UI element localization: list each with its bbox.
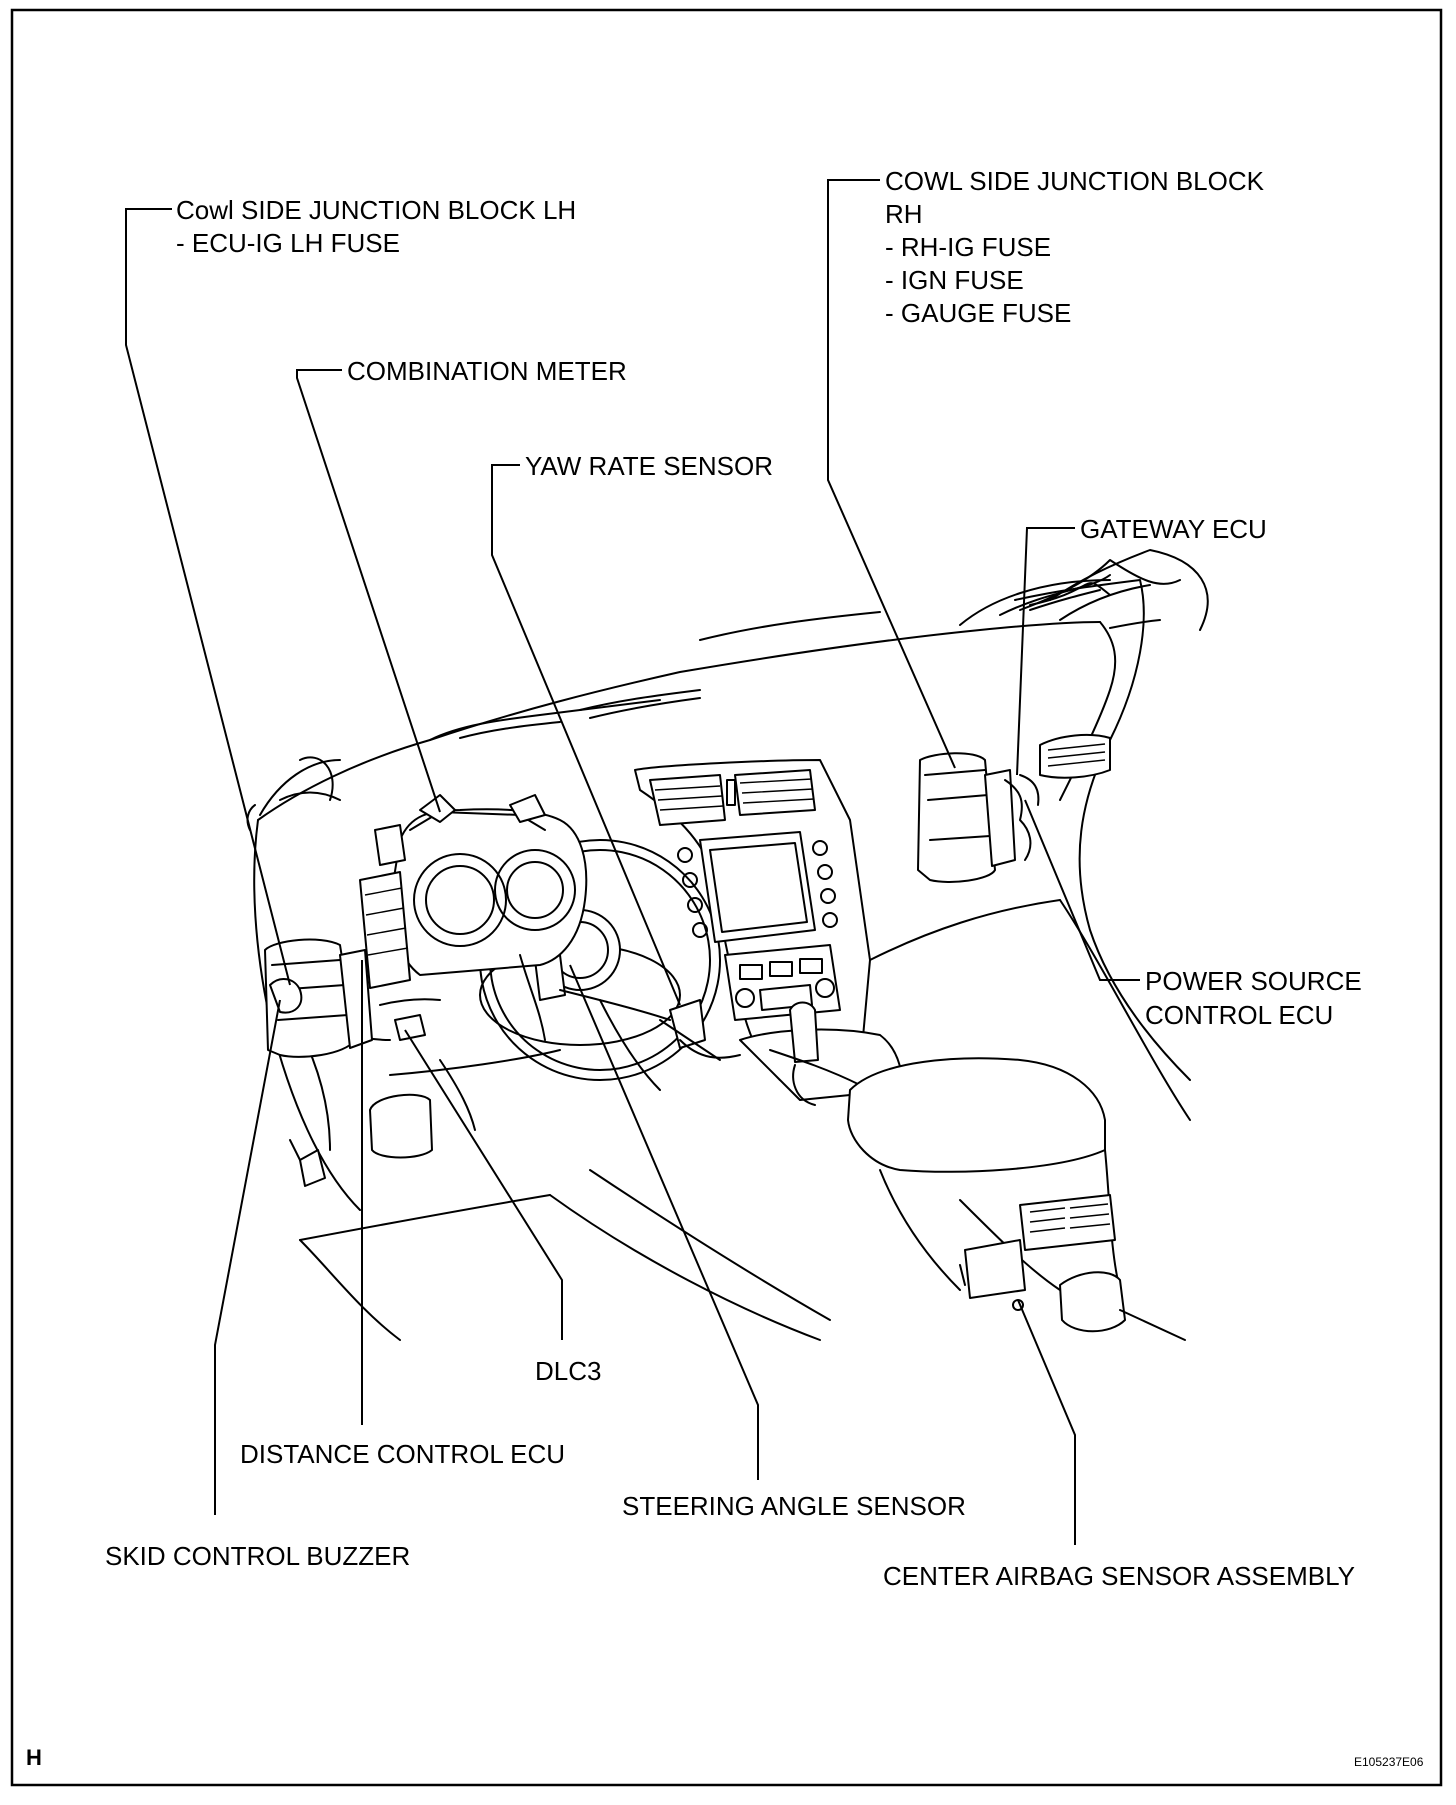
label-combination-meter: COMBINATION METER bbox=[347, 356, 627, 386]
label-yaw-rate-sensor: YAW RATE SENSOR bbox=[525, 451, 773, 481]
leader-cowl-lh bbox=[125, 208, 291, 986]
label-gateway-ecu: GATEWAY ECU bbox=[1080, 514, 1267, 544]
label-cowl-rh-line2: RH bbox=[885, 199, 923, 229]
label-power-source-line1: POWER SOURCE bbox=[1145, 966, 1362, 996]
leader-yaw-rate-sensor bbox=[491, 464, 681, 1006]
callout-labels: Cowl SIDE JUNCTION BLOCK LH - ECU-IG LH … bbox=[105, 166, 1362, 1591]
leader-center-airbag-sensor bbox=[1017, 1299, 1076, 1545]
label-cowl-lh-line2: - ECU-IG LH FUSE bbox=[176, 228, 400, 258]
dashboard-illustration bbox=[246, 549, 1209, 1341]
leader-gateway-ecu bbox=[1016, 527, 1075, 776]
label-cowl-rh-line5: - GAUGE FUSE bbox=[885, 298, 1071, 328]
label-dlc3: DLC3 bbox=[535, 1356, 601, 1386]
leader-dlc3 bbox=[404, 1029, 563, 1340]
leader-skid-control-buzzer bbox=[214, 999, 281, 1515]
label-skid-control-buzzer: SKID CONTROL BUZZER bbox=[105, 1541, 410, 1571]
label-cowl-lh-line1: Cowl SIDE JUNCTION BLOCK LH bbox=[176, 195, 576, 225]
leader-cowl-rh bbox=[827, 179, 956, 769]
label-cowl-rh-line4: - IGN FUSE bbox=[885, 265, 1024, 295]
leader-lines bbox=[125, 179, 1140, 1545]
label-steering-angle-sensor: STEERING ANGLE SENSOR bbox=[622, 1491, 966, 1521]
label-cowl-rh-line3: - RH-IG FUSE bbox=[885, 232, 1051, 262]
leader-steering-angle-sensor bbox=[569, 964, 759, 1480]
label-cowl-rh-line1: COWL SIDE JUNCTION BLOCK bbox=[885, 166, 1265, 196]
leader-power-source bbox=[1024, 799, 1140, 981]
corner-letter: H bbox=[26, 1745, 42, 1770]
figure-code: E105237E06 bbox=[1354, 1755, 1424, 1769]
leader-combination-meter bbox=[296, 369, 441, 813]
label-power-source-line2: CONTROL ECU bbox=[1145, 1000, 1333, 1030]
label-center-airbag-sensor: CENTER AIRBAG SENSOR ASSEMBLY bbox=[883, 1561, 1355, 1591]
page-frame bbox=[10, 8, 1443, 1787]
label-distance-control-ecu: DISTANCE CONTROL ECU bbox=[240, 1439, 565, 1469]
